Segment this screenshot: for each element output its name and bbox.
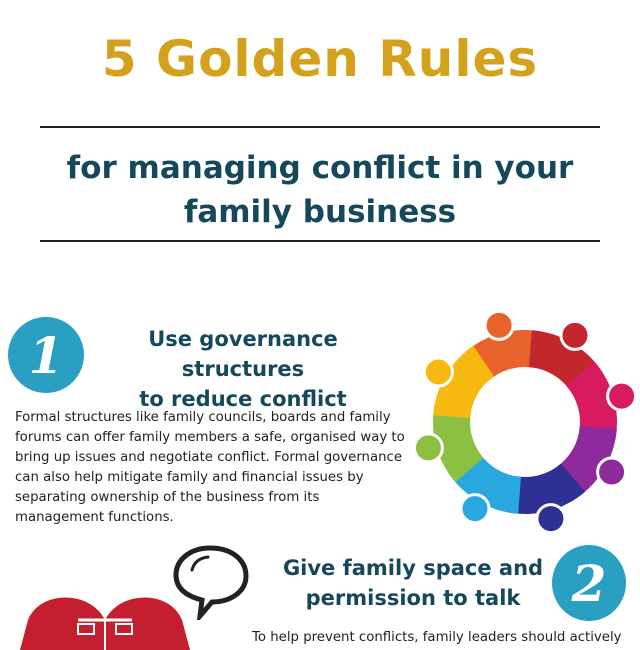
rule-1-heading: Use governance structures to reduce conf…: [88, 324, 398, 414]
rule-number-1: 1: [8, 317, 84, 393]
divider: [40, 240, 600, 242]
divider: [40, 126, 600, 128]
speech-bubble-icon: [173, 545, 249, 620]
person-figure: [412, 404, 484, 483]
page-title: 5 Golden Rules: [101, 30, 539, 88]
rule-2-body: To help prevent conflicts, family leader…: [252, 630, 622, 645]
rule-number-2: 2: [552, 545, 626, 621]
rule-2-heading-line2: permission to talk: [305, 586, 521, 610]
person-figure: [566, 361, 638, 440]
person-figure: [507, 463, 586, 535]
page-subtitle: for managing conflict in your family bus…: [66, 150, 574, 230]
rule-1-body: Formal structures like family councils, …: [15, 410, 405, 525]
person-figure: [422, 345, 495, 418]
people-circle-icon: [412, 309, 638, 535]
rule-2-heading-line1: Give family space and: [282, 556, 544, 580]
rule-1-heading-line2: to reduce conflict: [139, 387, 347, 411]
rule-2-heading: Give family space and permission to talk: [268, 553, 558, 613]
heart-scales-icon: [20, 597, 190, 650]
rule-1-heading-line1: Use governance structures: [148, 327, 338, 381]
